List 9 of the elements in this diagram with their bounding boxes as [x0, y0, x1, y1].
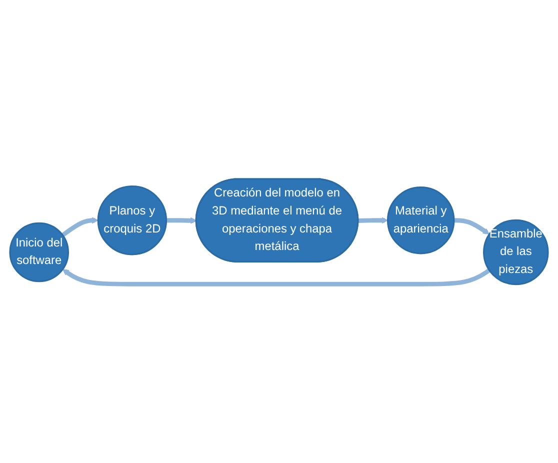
arrow	[61, 216, 98, 237]
node-circle: Inicio del software	[9, 222, 69, 282]
arrow	[454, 218, 490, 234]
arrow	[358, 216, 388, 224]
arrow	[62, 268, 491, 286]
node-circle: Ensamble de las piezas	[483, 219, 549, 285]
node-circle: Material y apariencia	[386, 186, 455, 254]
node-circle: Planos y croquis 2D	[97, 185, 168, 256]
arrow	[166, 217, 197, 224]
